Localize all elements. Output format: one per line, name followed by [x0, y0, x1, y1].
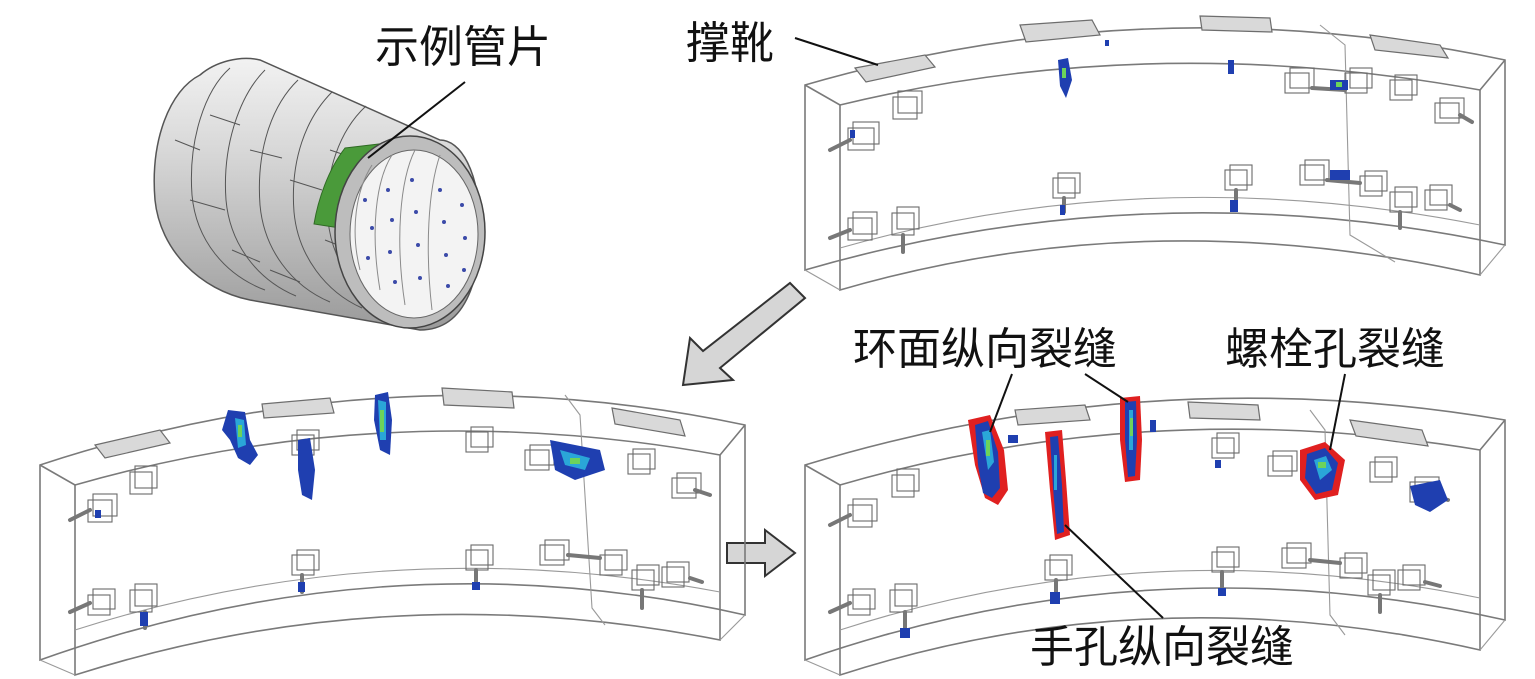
- label-support-boot: 撑靴: [686, 18, 774, 69]
- tunnel-ring-model: [153, 57, 486, 331]
- leader-ring-face-crack-1: [989, 373, 1013, 433]
- leader-sample-segment: [367, 81, 466, 159]
- label-ring-face-longitudinal-crack: 环面纵向裂缝: [853, 324, 1117, 375]
- crack-ring-face-longitudinal-2: [1120, 396, 1142, 482]
- label-sample-segment: 示例管片: [375, 22, 551, 73]
- segment-panel-final: [804, 396, 1506, 677]
- crack-ring-face-longitudinal: [968, 415, 1008, 505]
- leader-ring-face-crack-2: [1084, 373, 1129, 403]
- label-hand-hole-longitudinal-crack: 手孔纵向裂缝: [1030, 622, 1294, 673]
- leader-hand-hole-crack: [1064, 524, 1164, 619]
- crack-hand-hole-longitudinal: [1045, 430, 1070, 540]
- arrow-right: [726, 527, 797, 579]
- segment-panel-intermediate: [39, 387, 746, 677]
- leader-support-boot: [794, 37, 879, 66]
- crack-bolt-hole: [1300, 442, 1345, 500]
- segment-panel-initial: [804, 15, 1506, 292]
- arrow-down-left: [681, 281, 807, 387]
- label-bolt-hole-crack: 螺栓孔裂缝: [1225, 324, 1445, 375]
- leader-bolt-hole-crack: [1329, 373, 1346, 451]
